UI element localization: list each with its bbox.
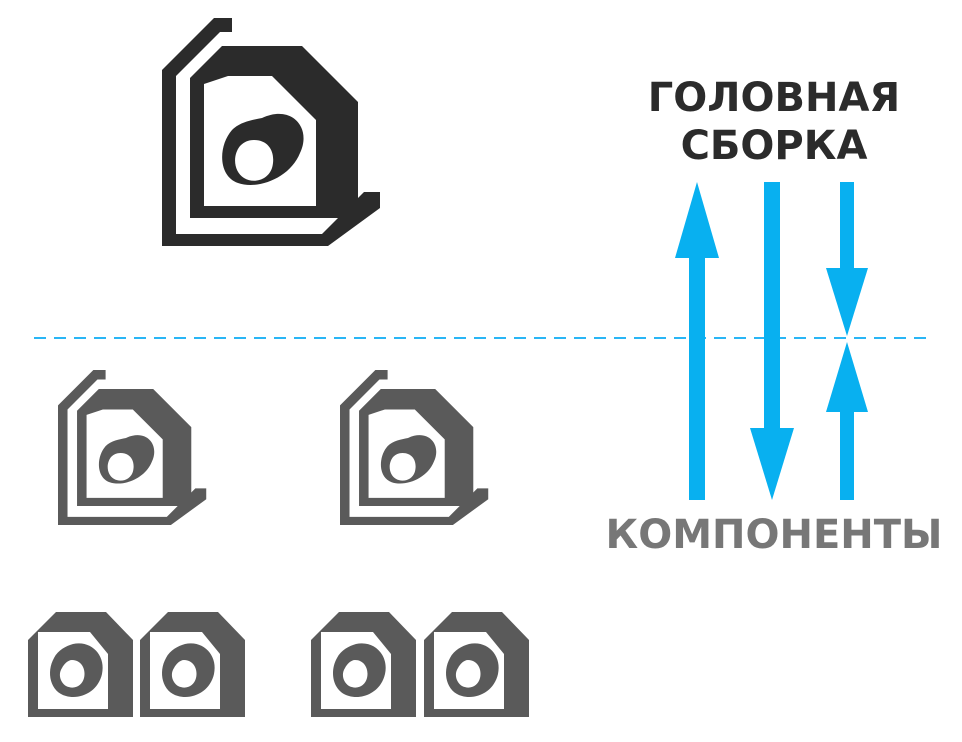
head-assembly-label: ГОЛОВНАЯ СБОРКА	[640, 78, 908, 174]
component-block-icon	[140, 612, 245, 717]
head-assembly-icon	[162, 18, 380, 246]
head-assembly-label-line1: ГОЛОВНАЯ	[647, 75, 901, 121]
head-assembly-label-line2: СБОРКА	[680, 123, 868, 169]
arrow-converging-icon	[826, 182, 868, 500]
component-block-icon	[28, 612, 133, 717]
subassembly-icon	[58, 370, 207, 526]
components-label: КОМПОНЕНТЫ	[605, 512, 943, 558]
arrow-up-icon	[675, 182, 719, 500]
subassembly-icon	[340, 370, 489, 526]
arrow-down-icon	[750, 182, 794, 500]
component-block-icon	[311, 612, 416, 717]
component-block-icon	[424, 612, 529, 717]
